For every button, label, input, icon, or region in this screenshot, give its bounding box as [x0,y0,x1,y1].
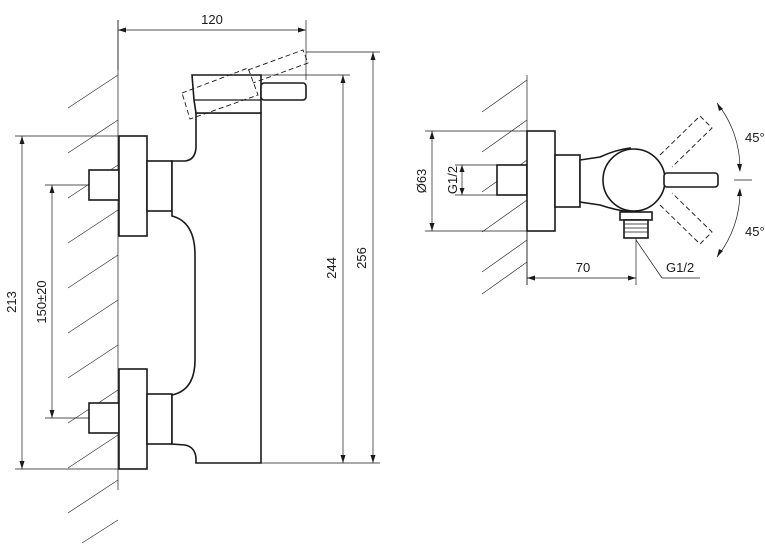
dim-diameter: Ø63 [414,130,527,232]
dim-150-label: 150±20 [34,280,49,323]
angle-bottom-label: 45° [745,224,765,239]
mixer-body [171,112,262,464]
front-view: 120 244 256 213 [4,12,380,544]
lower-pipe-stub [88,402,120,434]
dim-256: 256 [306,51,380,463]
lever-rod [260,82,307,101]
dim-120: 120 [117,12,307,80]
dim-244-label: 244 [324,257,339,279]
side-lever-head [602,148,666,212]
lever-housing [191,74,262,114]
dim-213-label: 213 [4,291,19,313]
lower-nut [146,393,173,445]
dim-thread-bottom: G1/2 [635,239,700,279]
wall-hatching-front [67,74,119,544]
dim-213: 213 [4,135,119,470]
bottom-outlet [619,211,653,285]
dim-256-label: 256 [354,247,369,269]
dim-70: 70 [526,231,636,285]
lever-alt-position [181,49,309,120]
angle-arcs: 45° 45° [716,102,765,258]
side-nut [554,154,581,208]
dim-244: 244 [261,74,380,464]
side-lever-rod [663,172,719,188]
upper-nut [146,160,173,212]
side-lever-alt-positions [659,115,713,245]
dim-70-label: 70 [576,260,590,275]
dim-150: 150±20 [34,184,89,419]
dim-thread-left: G1/2 [445,164,497,196]
upper-flange [118,135,148,237]
angle-top-label: 45° [745,130,765,145]
side-view: 45° 45° Ø63 G1/2 [414,75,765,295]
lower-flange [118,368,148,470]
side-pipe-stub [496,164,528,196]
side-flange [526,130,556,232]
dim-thread-left-label: G1/2 [445,166,460,194]
dim-diameter-label: Ø63 [414,169,429,194]
upper-pipe-stub [88,169,120,201]
dim-thread-bottom-label: G1/2 [666,260,694,275]
dim-120-label: 120 [201,12,223,27]
